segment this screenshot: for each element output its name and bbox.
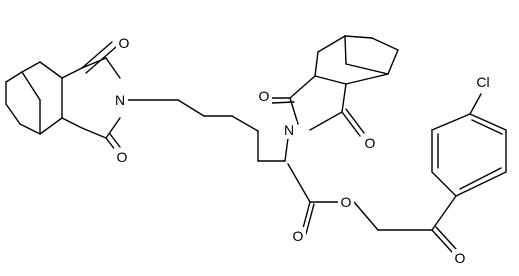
bond — [469, 113, 507, 131]
bond — [344, 35, 347, 65]
oxygen-atom-label: O — [259, 88, 270, 104]
bond — [431, 113, 471, 131]
bond — [345, 73, 389, 85]
bond — [19, 123, 41, 135]
nitrogen-atom-label: N — [284, 122, 294, 138]
chlorine-atom-label: Cl — [476, 74, 489, 90]
bond — [271, 101, 295, 104]
bond — [61, 67, 83, 79]
bond — [21, 71, 41, 101]
bond — [431, 229, 453, 253]
oxygen-atom-label: O — [455, 250, 466, 266]
bond — [289, 75, 316, 99]
oxygen-atom-label: O — [117, 149, 128, 165]
bond — [344, 35, 373, 39]
bond — [109, 133, 121, 148]
bond — [371, 37, 399, 51]
oxygen-atom-label: O — [365, 135, 376, 151]
bond — [177, 99, 205, 117]
bond — [314, 51, 319, 77]
bond — [387, 49, 399, 75]
bond — [309, 111, 343, 131]
bond — [345, 63, 389, 75]
bond — [305, 203, 315, 235]
bond — [431, 171, 457, 197]
bond — [341, 111, 361, 137]
bond — [353, 201, 379, 231]
bond — [471, 119, 503, 135]
bond — [39, 61, 63, 79]
oxygen-atom-label: O — [341, 194, 352, 210]
bond — [284, 137, 289, 162]
label-bg — [452, 249, 468, 267]
label-bg — [470, 72, 496, 92]
bond — [314, 75, 347, 85]
bond — [459, 167, 502, 190]
bond — [317, 35, 346, 53]
bond — [469, 93, 482, 115]
label-bg — [112, 91, 128, 109]
bond — [431, 195, 457, 231]
bond — [287, 163, 311, 203]
bond — [105, 117, 121, 139]
label-bg — [290, 227, 306, 245]
label-bg — [281, 121, 297, 139]
bond — [341, 83, 347, 113]
bond — [455, 171, 507, 197]
bond — [85, 46, 117, 74]
label-bg — [338, 193, 354, 211]
label-bg — [362, 134, 378, 152]
bond — [81, 127, 107, 139]
oxygen-atom-label: O — [119, 35, 130, 51]
bond — [81, 41, 113, 69]
oxygen-atom-label: O — [293, 228, 304, 244]
bond — [105, 57, 121, 79]
bond — [39, 117, 63, 135]
bond — [61, 117, 83, 129]
label-bg — [114, 148, 130, 166]
bond — [5, 71, 23, 83]
label-bg — [116, 34, 132, 52]
bond — [345, 108, 365, 134]
bonds — [5, 35, 507, 253]
bond — [5, 103, 21, 125]
nitrogen-atom-label: N — [115, 92, 125, 108]
label-bg — [256, 87, 272, 105]
atom-labels: O N O O N O O O O Cl — [112, 34, 496, 267]
bond — [21, 61, 41, 73]
bond — [231, 115, 259, 132]
bond — [435, 226, 457, 250]
